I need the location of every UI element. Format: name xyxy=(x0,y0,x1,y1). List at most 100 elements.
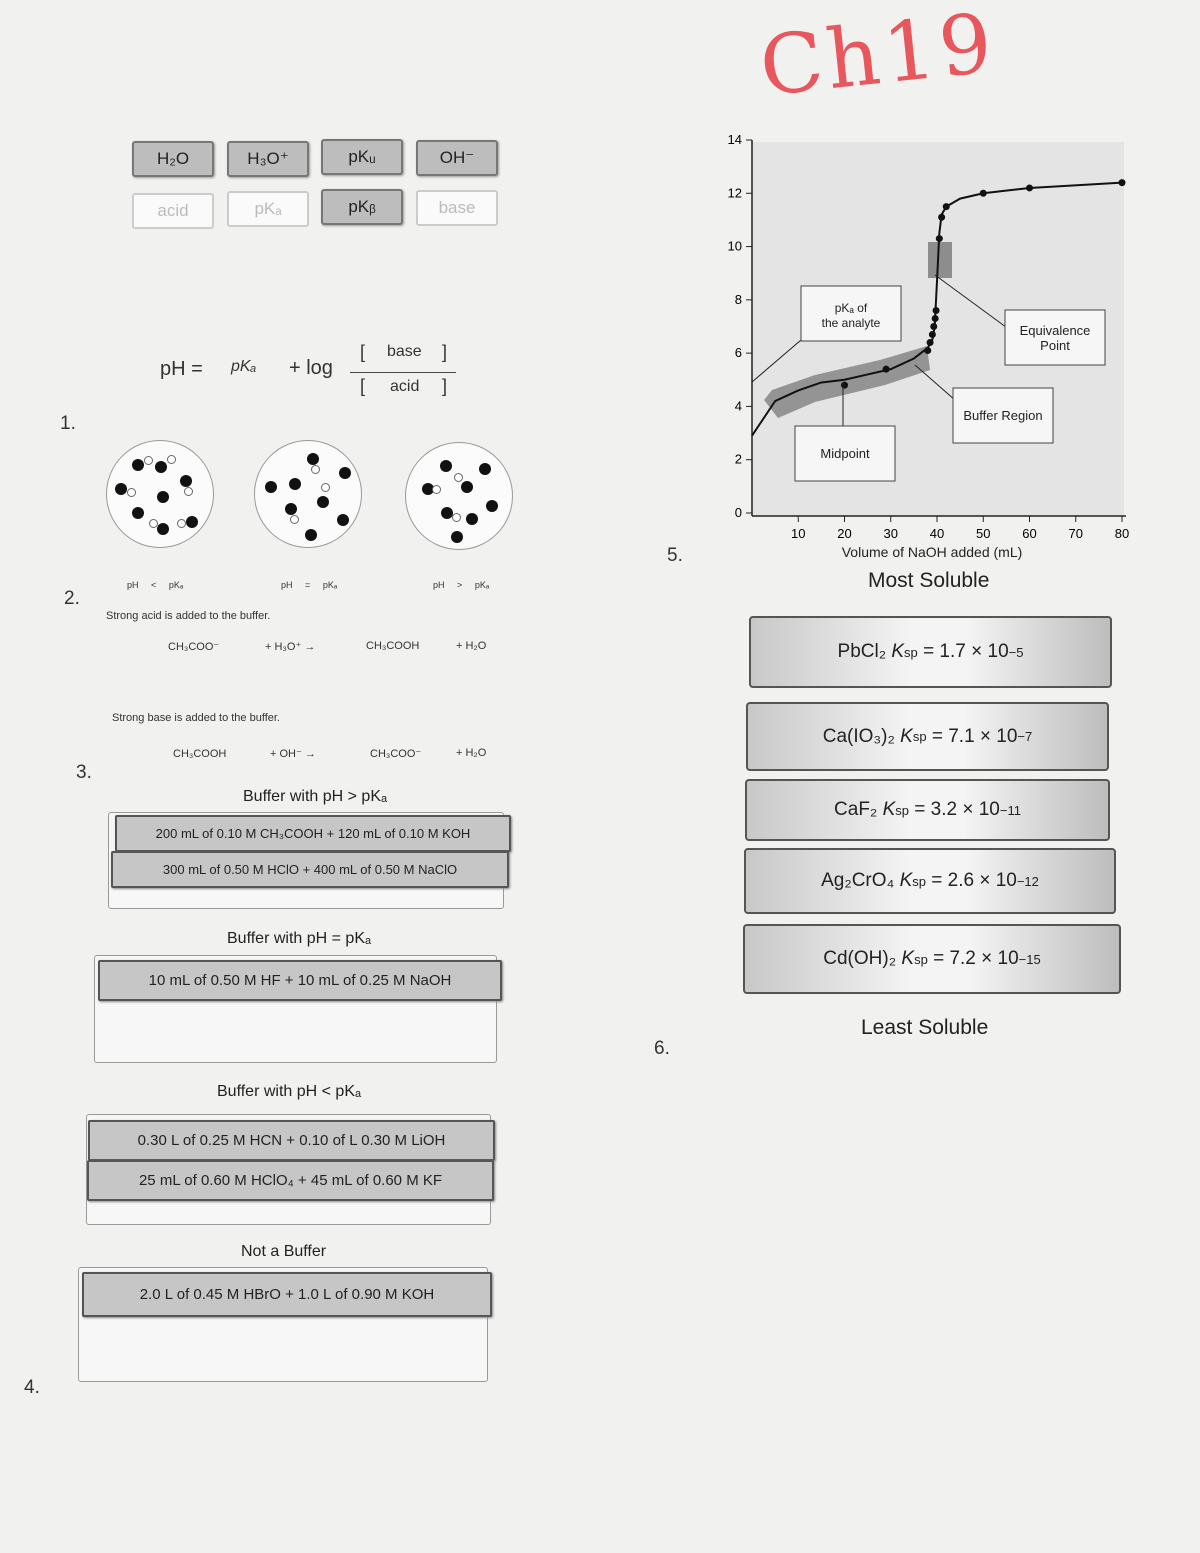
compound-formula: Ag₂CrO₄ xyxy=(821,870,895,891)
question-number-2: 2. xyxy=(64,588,80,609)
equation-denominator: acid xyxy=(390,378,420,395)
ksp-symbol: K xyxy=(891,641,905,662)
chip-pkw[interactable]: pKᵤ xyxy=(321,139,403,175)
ksp-exponent: −12 xyxy=(1016,873,1039,889)
acid-reactant-1: CH₃COO⁻ xyxy=(168,641,220,653)
chip-water[interactable]: H₂O xyxy=(132,141,214,177)
buffer-option-hbro-koh[interactable]: 2.0 L of 0.45 M HBrO + 1.0 L of 0.90 M K… xyxy=(82,1272,492,1317)
data-point xyxy=(935,235,943,243)
chip-hydronium[interactable]: H₃O⁺ xyxy=(227,141,309,177)
ksp-subscript: sp xyxy=(914,951,928,967)
midpoint-label: Midpoint xyxy=(820,446,870,461)
y-tick-label: 0 xyxy=(735,505,742,520)
question-number-3: 3. xyxy=(76,762,92,783)
data-point xyxy=(1118,179,1126,187)
chapter-title: Ch19 xyxy=(755,0,1001,116)
label-buffer-box: Buffer Region xyxy=(952,387,1054,444)
titration-curve xyxy=(751,181,1123,437)
pka-label-line-1: pKₐ of xyxy=(835,301,868,315)
ksp-value: = 3.2 × 10 xyxy=(914,799,1000,820)
x-tick-label: 30 xyxy=(884,526,898,541)
category-label-ph-equal: Buffer with pH = pKₐ xyxy=(227,930,371,947)
data-point xyxy=(930,323,938,330)
ksp-value: = 2.6 × 10 xyxy=(931,870,1017,891)
equation-rbracket-top: ] xyxy=(442,342,448,362)
y-tick-label: 4 xyxy=(735,398,742,413)
pka-label-line-2: the analyte xyxy=(822,316,881,330)
chip-hydroxide[interactable]: OH⁻ xyxy=(416,140,498,176)
question-number-5: 5. xyxy=(667,545,683,566)
data-point xyxy=(931,315,939,323)
acid-product-1: CH₃COOH xyxy=(366,640,420,652)
buffer-region-shade xyxy=(764,346,930,418)
question-number-6: 6. xyxy=(654,1038,670,1059)
base-reactant-1: CH₃COOH xyxy=(173,748,227,760)
category-label-ph-greater: Buffer with pH > pKₐ xyxy=(243,788,387,805)
y-tick-label: 14 xyxy=(728,132,742,147)
x-tick-label: 70 xyxy=(1069,526,1083,541)
y-tick-label: 8 xyxy=(735,292,742,307)
compound-formula: Cd(OH)₂ xyxy=(823,948,897,969)
data-point xyxy=(932,307,940,315)
ksp-subscript: sp xyxy=(912,873,926,889)
ksp-exponent: −11 xyxy=(999,802,1021,818)
x-tick-label: 10 xyxy=(791,526,805,541)
base-product-2: + H₂O xyxy=(456,747,487,759)
ksp-exponent: −7 xyxy=(1017,729,1033,744)
particle-diagram-low-ph xyxy=(106,440,214,548)
chip-base[interactable]: base xyxy=(416,190,498,226)
buffer-option-hclo4-kf[interactable]: 25 mL of 0.60 M HClO₄ + 45 mL of 0.60 M … xyxy=(87,1160,494,1201)
data-point xyxy=(882,365,890,373)
equation-pka: pKₐ xyxy=(231,358,257,375)
equation-log: + log xyxy=(289,357,333,379)
equation-lbracket-bottom: [ xyxy=(360,376,366,396)
data-point xyxy=(924,346,932,354)
ksp-symbol: K xyxy=(882,799,896,820)
buffer-option-hclo-naclo[interactable]: 300 mL of 0.50 M HClO + 400 mL of 0.50 M… xyxy=(111,851,509,888)
ksp-subscript: sp xyxy=(904,644,918,660)
ksp-exponent: −5 xyxy=(1008,644,1024,660)
ksp-symbol: K xyxy=(900,725,913,747)
data-point xyxy=(928,330,936,338)
compound-formula: PbCl₂ xyxy=(837,641,887,662)
label-midpoint-box: Midpoint xyxy=(794,425,896,482)
x-tick-label: 20 xyxy=(837,526,851,541)
least-soluble-label: Least Soluble xyxy=(861,1016,989,1039)
y-tick-label: 2 xyxy=(735,452,742,467)
data-point xyxy=(938,213,946,221)
most-soluble-label: Most Soluble xyxy=(868,569,990,592)
x-axis-label: Volume of NaOH added (mL) xyxy=(842,544,1023,560)
base-added-heading: Strong base is added to the buffer. xyxy=(112,712,280,724)
chip-pkb[interactable]: pKᵦ xyxy=(321,189,403,225)
ksp-value: = 7.1 × 10 xyxy=(931,725,1018,747)
buffer-label: Buffer Region xyxy=(963,408,1042,423)
x-tick-label: 80 xyxy=(1115,526,1129,541)
y-tick-label: 10 xyxy=(728,239,742,254)
ksp-subscript: sp xyxy=(912,729,927,744)
data-point xyxy=(1026,184,1033,192)
buffer-option-hcn-lioh[interactable]: 0.30 L of 0.25 M HCN + 0.10 of L 0.30 M … xyxy=(88,1120,495,1161)
x-tick-label: 40 xyxy=(930,526,944,541)
base-reactant-2: + OH⁻ → xyxy=(270,748,316,760)
compound-formula: CaF₂ xyxy=(834,799,878,820)
equation-numerator: base xyxy=(387,343,422,360)
acid-reactant-2: + H₃O⁺ → xyxy=(265,641,316,653)
pka-pointer xyxy=(751,339,802,383)
chip-acid[interactable]: acid xyxy=(132,193,214,229)
acid-product-2: + H₂O xyxy=(456,640,487,652)
equation-rbracket-bottom: ] xyxy=(442,376,448,396)
buffer-option-acetic-koh[interactable]: 200 mL of 0.10 M CH₃COOH + 120 mL of 0.1… xyxy=(115,815,511,852)
label-equivalence-box: Equivalence Point xyxy=(1004,309,1106,366)
chip-pka[interactable]: pKₐ xyxy=(227,191,309,227)
equivalence-label-line-2: Point xyxy=(1040,338,1070,353)
data-point xyxy=(979,189,987,197)
buffer-option-hf-naoh[interactable]: 10 mL of 0.50 M HF + 10 mL of 0.25 M NaO… xyxy=(98,960,502,1001)
category-label-ph-less: Buffer with pH < pKₐ xyxy=(217,1083,361,1100)
ksp-symbol: K xyxy=(901,948,915,969)
